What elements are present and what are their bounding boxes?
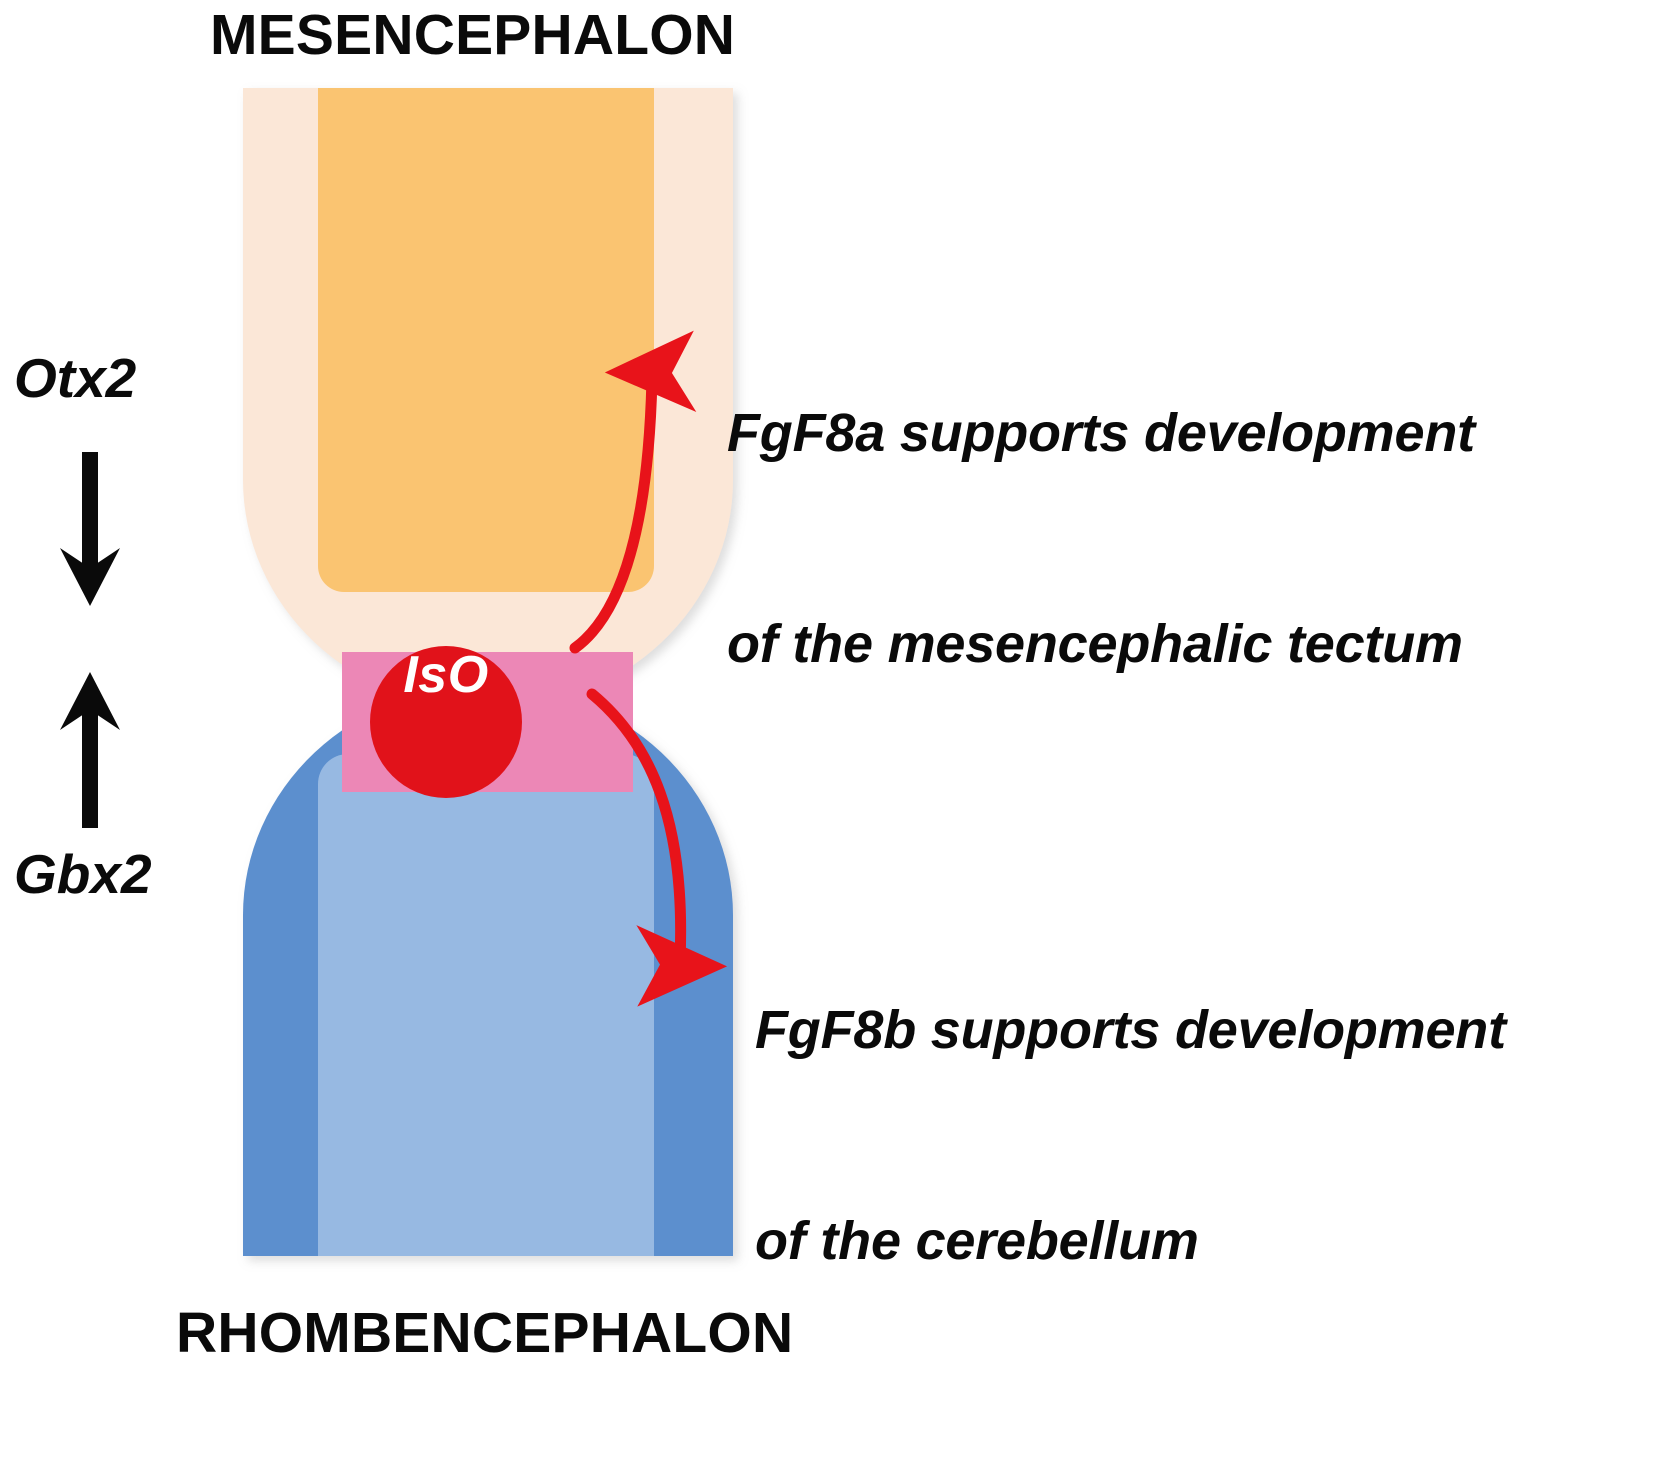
gene-arrow-pair: [60, 452, 120, 828]
annotation-fgf8b-line2: of the cerebellum: [755, 1210, 1199, 1271]
annotation-fgf8a-line1: FgF8a supports development: [727, 403, 1475, 464]
gene-label-gbx2: Gbx2: [14, 843, 152, 905]
curved-arrow-down-icon: [586, 688, 728, 1007]
mesencephalon-inner-shape: [318, 88, 654, 592]
page-title-mesencephalon: MESENCEPHALON: [210, 3, 736, 67]
annotation-fgf8a-line2: of the mesencephalic tectum: [727, 613, 1463, 674]
page-title-rhombencephalon: RHOMBENCEPHALON: [176, 1301, 794, 1365]
annotation-fgf8a: FgF8a supports development of the mesenc…: [727, 258, 1475, 820]
arrow-up-icon: [60, 672, 120, 828]
rhombencephalon-inner-shape: [318, 754, 654, 1256]
gene-label-otx2: Otx2: [14, 347, 137, 409]
arrow-down-icon: [60, 452, 120, 606]
annotation-fgf8b: FgF8b supports development of the cerebe…: [755, 855, 1506, 1417]
iso-badge: [370, 646, 522, 798]
annotation-fgf8b-line1: FgF8b supports development: [755, 1000, 1506, 1061]
curved-arrow-up-icon: [569, 330, 697, 654]
iso-badge-label: IsO: [403, 646, 489, 704]
